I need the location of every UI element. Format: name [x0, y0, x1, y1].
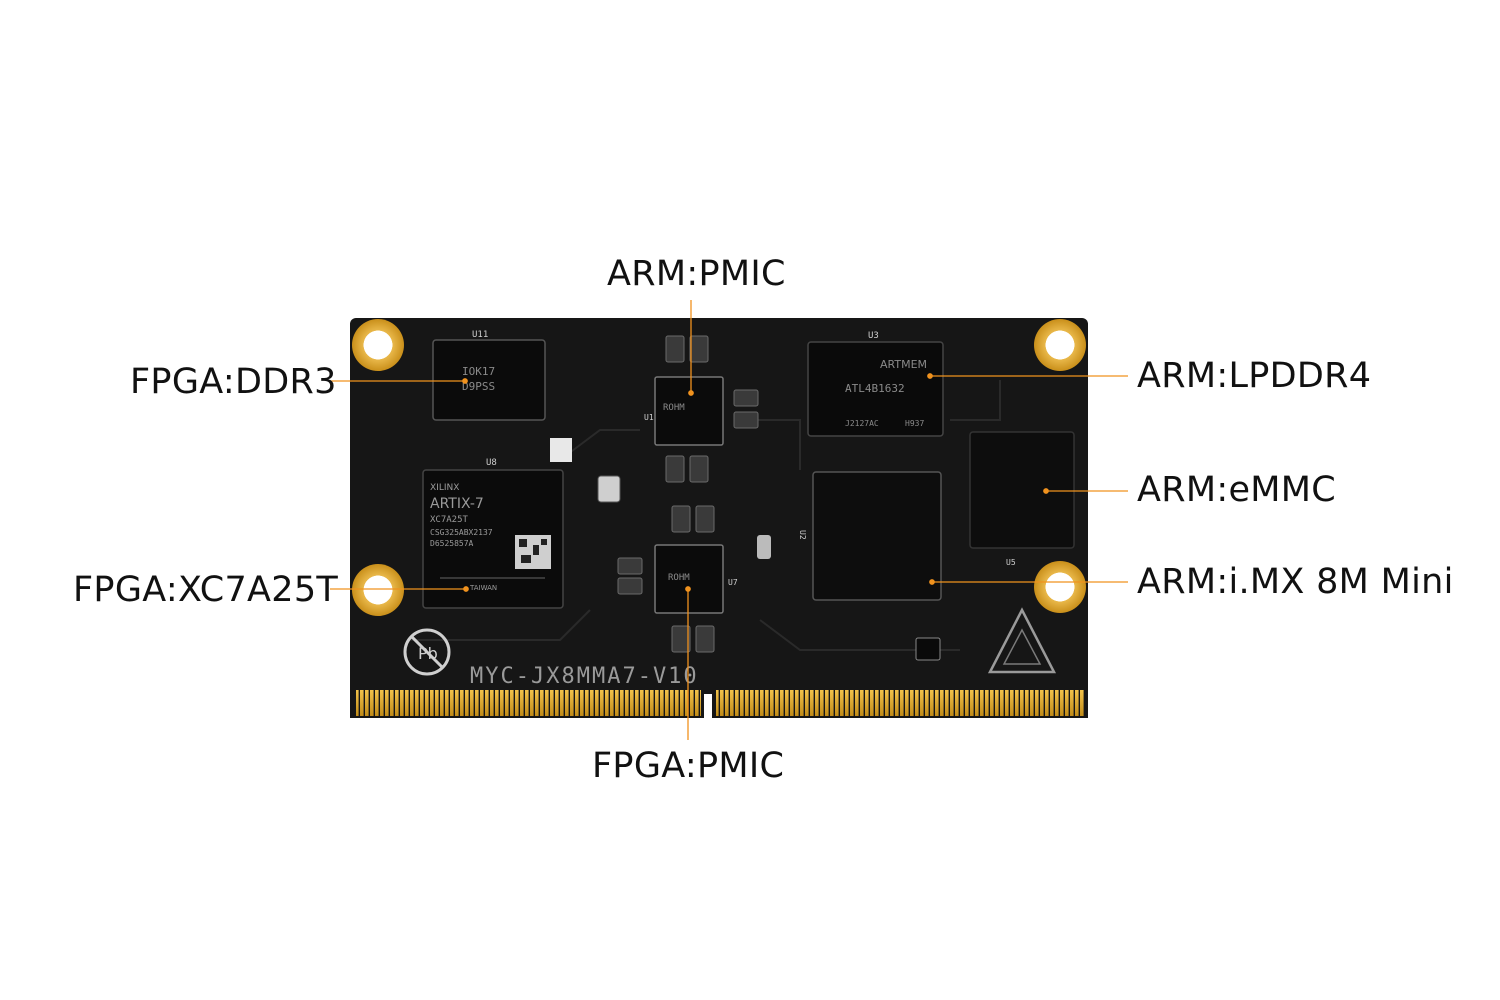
- imx8m-mini-chip: U2: [798, 471, 942, 601]
- leader-lines: [330, 300, 1128, 740]
- fpga-pmic-chip: ROHM U7: [654, 544, 738, 614]
- fpga-marking-origin: TAIWAN: [469, 584, 497, 592]
- fpga-marking-date: D6525857A: [430, 539, 474, 548]
- svg-text:U11: U11: [472, 330, 488, 340]
- label-arm-lpddr4: ARM:LPDDR4: [1137, 356, 1372, 396]
- mounting-hole: [1034, 561, 1086, 613]
- crystal-y2: [915, 637, 941, 661]
- label-arm-emmc: ARM:eMMC: [1137, 470, 1337, 510]
- label-fpga-ddr3: FPGA:DDR3: [130, 362, 337, 402]
- svg-text:U2: U2: [798, 530, 807, 540]
- fpga-marking-part: XC7A25T: [430, 515, 469, 525]
- arm-pmic-chip: ROHM U1: [644, 376, 724, 446]
- mounting-hole: [1034, 319, 1086, 371]
- esd-warning-logo: [987, 607, 1057, 674]
- ddr3-marking-2: D9PSS: [462, 380, 495, 393]
- passive-components: [617, 335, 759, 653]
- board-silkscreen: MYC-JX8MMA7-V10: [470, 664, 699, 689]
- svg-text:U1: U1: [644, 413, 654, 422]
- svg-text:ROHM: ROHM: [668, 573, 690, 583]
- fpga-marking-family: ARTIX-7: [430, 496, 484, 512]
- crystal-y5: [597, 475, 621, 503]
- ddr3-chip: U11 IOK17 D9PSS: [432, 330, 546, 421]
- lpddr4-chip: U3 ARTMEM ATL4B1632 J2127AC H937: [807, 331, 944, 437]
- emmc-chip: U5: [969, 431, 1075, 567]
- svg-text:U8: U8: [486, 458, 497, 468]
- label-fpga-pmic: FPGA:PMIC: [592, 746, 785, 786]
- lpddr4-marking-date: H937: [905, 419, 924, 428]
- test-pad: [550, 438, 572, 462]
- svg-text:U3: U3: [868, 331, 879, 341]
- crystal-y4: [757, 535, 771, 559]
- lpddr4-marking-part: ATL4B1632: [845, 382, 905, 395]
- fpga-marking-vendor: XILINX: [430, 483, 459, 493]
- fpga-marking-lot: CSG325ABX2137: [430, 528, 493, 537]
- label-arm-imx8m-mini: ARM:i.MX 8M Mini: [1137, 562, 1454, 602]
- edge-connector: [350, 688, 1088, 718]
- lpddr4-marking-brand: ARTMEM: [880, 358, 927, 371]
- arm-pmic-marking: ROHM: [663, 403, 685, 413]
- label-fpga-xc7a25t: FPGA:XC7A25T: [73, 570, 339, 610]
- mounting-hole: [352, 564, 404, 616]
- svg-text:U7: U7: [728, 578, 738, 587]
- svg-text:Pb: Pb: [418, 644, 438, 663]
- lpddr4-marking-lot: J2127AC: [845, 419, 879, 428]
- pb-free-logo: Pb: [403, 628, 451, 676]
- label-arm-pmic: ARM:PMIC: [607, 254, 786, 294]
- fpga-chip: U8 XILINX ARTIX-7 XC7A25T CSG325ABX2137 …: [422, 458, 564, 609]
- svg-text:U5: U5: [1006, 558, 1016, 567]
- mounting-hole: [352, 319, 404, 371]
- ddr3-marking-1: IOK17: [462, 365, 495, 378]
- pcb-traces: [410, 380, 1001, 651]
